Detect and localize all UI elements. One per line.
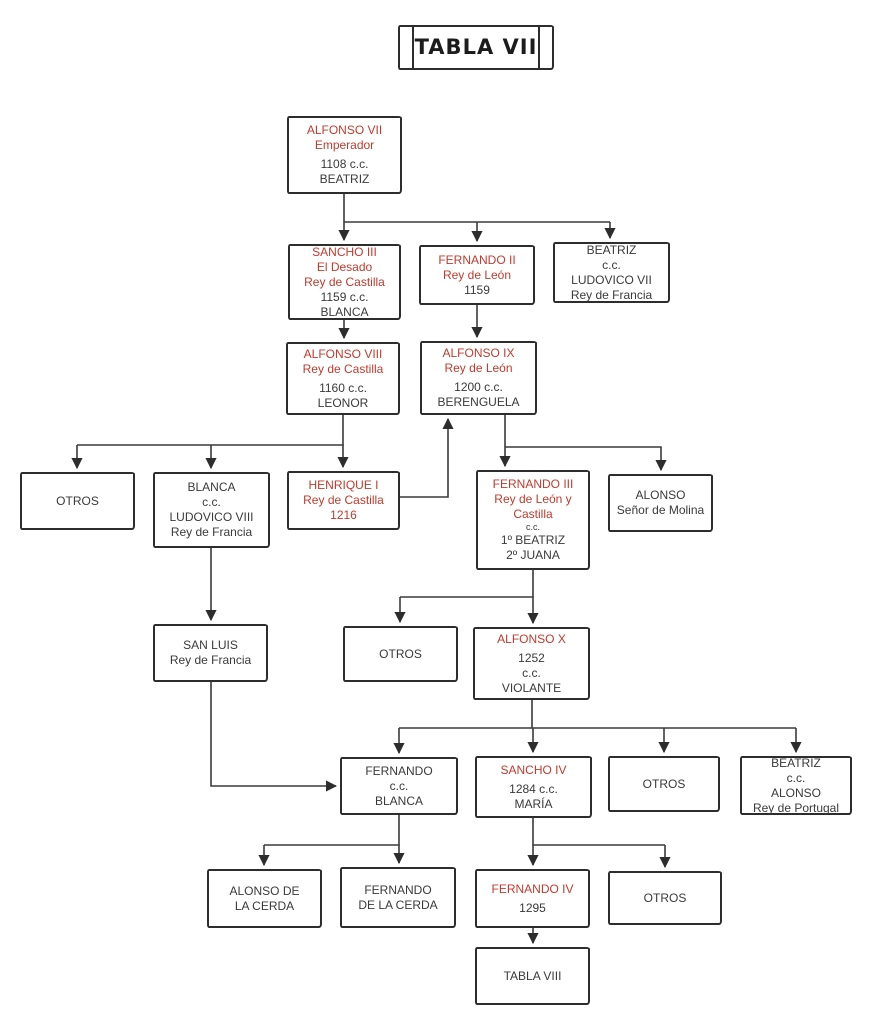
- diagram-title-box: TABLA VII: [398, 25, 554, 70]
- edge-fernandoiii-rail: [400, 570, 534, 598]
- node-sancho-iv: SANCHO IV 1284 c.c. MARÍA: [475, 756, 592, 818]
- node-alfonso-vii: ALFONSO VII Emperador 1108 c.c. BEATRIZ: [287, 116, 402, 194]
- node-henrique-i: HENRIQUE I Rey de Castilla 1216: [287, 471, 400, 530]
- edge-alfonsovii-rail: [343, 194, 610, 223]
- edge-alfonsoviii-rail: [77, 415, 344, 446]
- node-beatriz-francia: BEATRIZ c.c. LUDOVICO VII Rey de Francia: [553, 242, 670, 303]
- title-side-bar: [538, 26, 540, 69]
- node-san-luis: SAN LUIS Rey de Francia: [153, 624, 268, 682]
- title-side-bar: [412, 26, 414, 69]
- node-otros-2: OTROS: [343, 626, 458, 682]
- node-sancho-iii: SANCHO III El Desado Rey de Castilla 115…: [288, 244, 401, 320]
- node-alonso-molina: ALONSO Señor de Molina: [608, 474, 713, 532]
- node-fernando-de-la-cerda: FERNANDO DE LA CERDA: [340, 867, 456, 928]
- node-fernando: FERNANDO c.c. BLANCA: [340, 757, 458, 815]
- node-alfonso-x: ALFONSO X 1252 c.c. VIOLANTE: [473, 627, 590, 700]
- node-otros-3: OTROS: [608, 756, 720, 812]
- edge-fernando-rail: [264, 815, 400, 846]
- edge-henrique-alfonsoix: [400, 417, 454, 498]
- node-fernando-iii: FERNANDO III Rey de León y Castilla c.c.…: [476, 470, 590, 570]
- node-alfonso-viii: ALFONSO VIII Rey de Castilla 1160 c.c. L…: [286, 342, 400, 415]
- node-alfonso-ix: ALFONSO IX Rey de León 1200 c.c. BERENGU…: [420, 341, 537, 415]
- node-tabla-viii: TABLA VIII: [475, 947, 590, 1005]
- edge-sanluis-fernando: [210, 682, 338, 792]
- node-beatriz-portugal: BEATRIZ c.c. ALONSO Rey de Portugal: [740, 756, 852, 815]
- node-fernando-iv: FERNANDO IV 1295: [475, 869, 590, 928]
- edge-alfonsox-rail: [399, 700, 796, 729]
- node-otros-4: OTROS: [608, 871, 722, 925]
- node-blanca: BLANCA c.c. LUDOVICO VIII Rey de Francia: [153, 472, 270, 548]
- node-alonso-de-la-cerda: ALONSO DE LA CERDA: [207, 869, 322, 928]
- node-otros-1: OTROS: [20, 472, 135, 530]
- edge-alfonsoix-alonso: [505, 446, 667, 472]
- diagram-title: TABLA VII: [414, 35, 538, 59]
- edge-sanchoiv-rail: [532, 818, 665, 846]
- node-fernando-ii: FERNANDO II Rey de León 1159: [419, 245, 535, 305]
